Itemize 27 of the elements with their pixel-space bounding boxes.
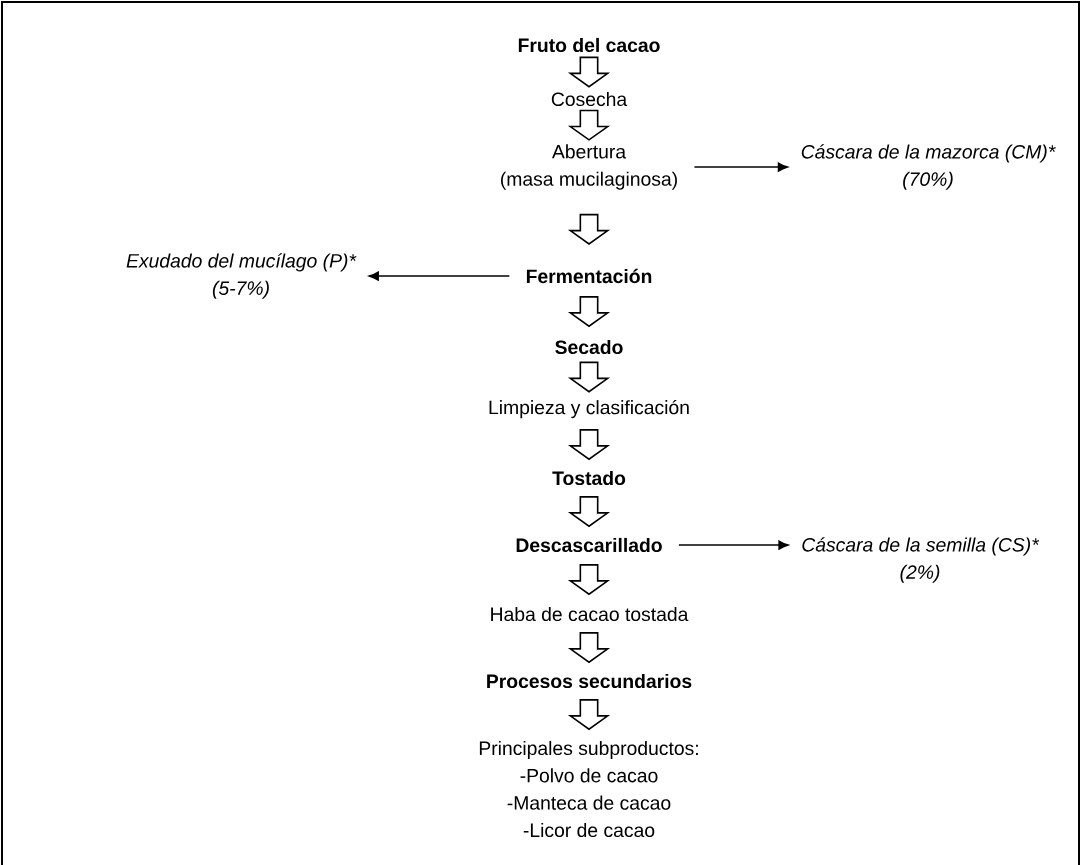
block-arrow	[567, 632, 611, 664]
block-arrow	[567, 361, 611, 393]
arrow	[678, 540, 789, 550]
step-label: Limpieza y clasificación	[489, 399, 689, 419]
block-arrow	[567, 56, 611, 88]
output-label: Exudado del mucílago (P)* (5-7%)	[126, 253, 357, 299]
block-arrow	[567, 564, 611, 596]
step-label: Haba de cacao tostada	[491, 606, 689, 622]
step-label: Fruto del cacao	[518, 37, 660, 53]
step-label: Tostado	[552, 470, 626, 486]
step-label: Fermentación	[526, 268, 652, 284]
arrow	[368, 271, 511, 281]
step-label: Principales subproductos: -Polvo de cacao -Manteca de cacao -Licor de cacao	[479, 740, 698, 838]
output-label: Cáscara de la semilla (CS)* (2%)	[802, 537, 1040, 583]
block-arrow	[567, 699, 611, 731]
step-label: Descascarillado	[516, 537, 662, 553]
step-label: Procesos secundarios	[487, 673, 692, 689]
step-label: Secado	[555, 339, 623, 355]
block-arrow	[567, 429, 611, 461]
arrow	[693, 162, 789, 172]
block-arrow	[567, 496, 611, 528]
block-arrow	[567, 109, 611, 141]
step-label: Cosecha	[551, 91, 628, 107]
block-arrow	[567, 296, 611, 328]
output-label: Cáscara de la mazorca (CM)* (70%)	[801, 144, 1056, 190]
step-label: Abertura (masa mucilaginosa)	[501, 144, 677, 190]
block-arrow	[567, 213, 611, 245]
